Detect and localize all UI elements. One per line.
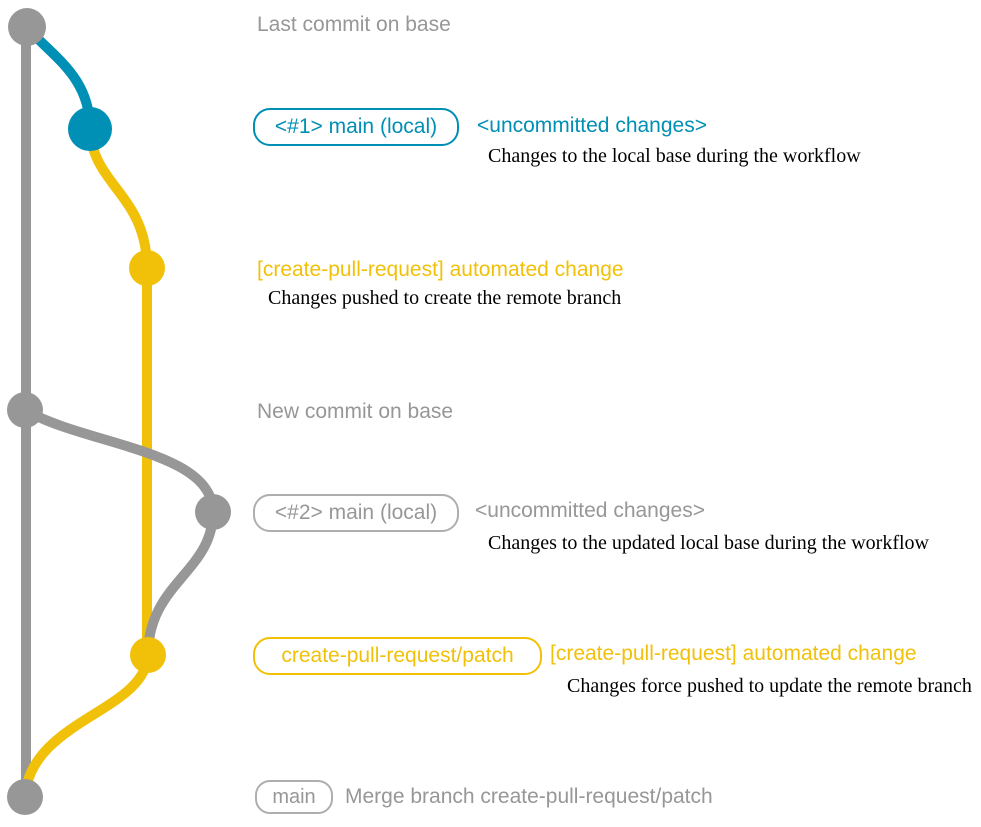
- remote-merge-curve: [20, 650, 153, 802]
- remote-commit-1-note: Changes pushed to create the remote bran…: [268, 287, 622, 309]
- branch-tag-main: main: [255, 780, 333, 814]
- merge-commit-message: Merge branch create-pull-request/patch: [345, 785, 713, 808]
- commit-dot-last-base: [8, 8, 46, 46]
- last-commit-message: Last commit on base: [257, 13, 451, 36]
- branch-tag-create-pull-request-patch: create-pull-request/patch: [253, 637, 542, 675]
- base-update-curve: [20, 405, 218, 517]
- remote-commit-1-message: [create-pull-request] automated change: [257, 258, 624, 281]
- local-rebase-curve: [143, 507, 218, 660]
- remote-commit-2-message: [create-pull-request] automated change: [550, 642, 917, 665]
- local-commit-2-note: Changes to the updated local base during…: [488, 532, 929, 554]
- local-commit-2-message: <uncommitted changes>: [475, 499, 705, 522]
- branch-tag-main-local-2: <#2> main (local): [253, 494, 459, 532]
- local-commit-1-note: Changes to the local base during the wor…: [488, 145, 861, 167]
- commit-dot-merge: [7, 779, 43, 815]
- branch-tag-main-local-1: <#1> main (local): [253, 108, 459, 146]
- commit-dot-local-2: [195, 494, 231, 530]
- local-commit-1-message: <uncommitted changes>: [477, 114, 707, 137]
- remote-branch-path: [85, 124, 152, 660]
- commit-dot-remote-1: [129, 250, 165, 286]
- new-commit-message: New commit on base: [257, 400, 454, 423]
- commit-dot-new-base: [7, 392, 43, 428]
- remote-commit-2-note: Changes force pushed to update the remot…: [567, 675, 972, 697]
- commit-dot-local-1: [68, 107, 112, 151]
- commit-dot-remote-2: [130, 637, 166, 673]
